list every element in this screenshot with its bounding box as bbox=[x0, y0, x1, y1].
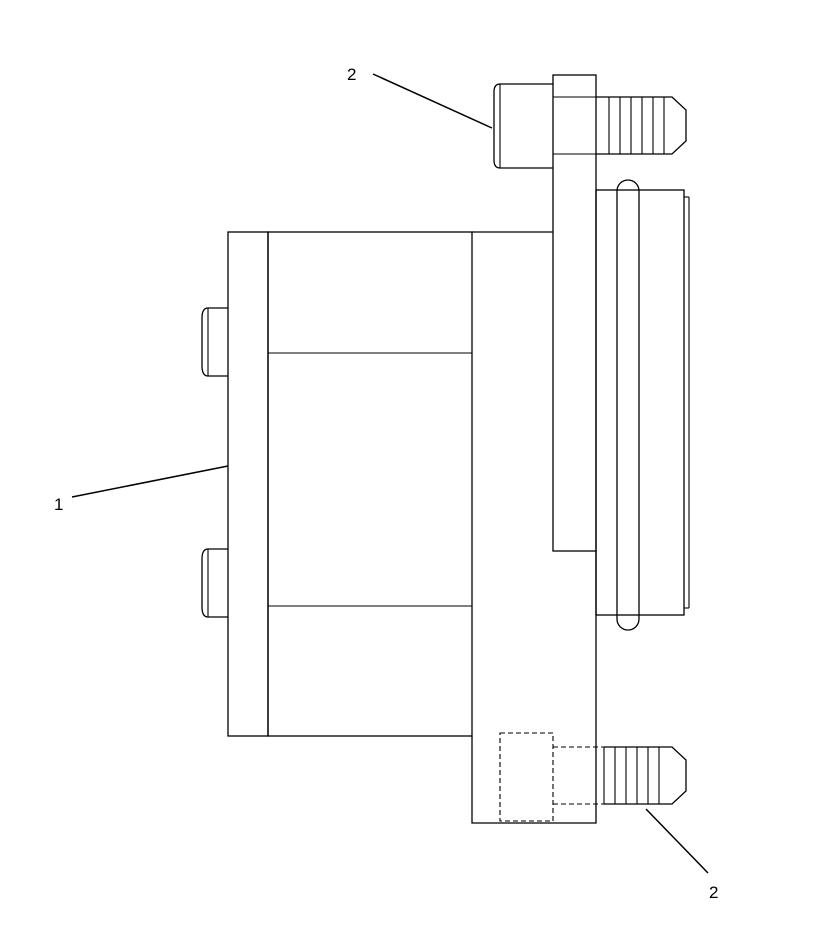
leader-top-bolt bbox=[372, 73, 493, 129]
lower-flange-block bbox=[471, 551, 597, 824]
left-stud-upper bbox=[201, 307, 228, 377]
housing-body bbox=[227, 231, 553, 737]
bottom-bolt bbox=[499, 732, 687, 822]
mounting-flange bbox=[552, 74, 597, 552]
callout-bottom-bolt: 2 bbox=[709, 883, 718, 902]
leader-housing bbox=[71, 465, 229, 498]
pilot-spigot bbox=[595, 189, 690, 616]
top-bolt bbox=[493, 83, 687, 169]
callout-top-bolt: 2 bbox=[347, 65, 356, 84]
o-ring bbox=[616, 179, 640, 631]
left-stud-lower bbox=[201, 548, 228, 618]
callout-housing: 1 bbox=[54, 495, 63, 514]
leader-bottom-bolt bbox=[645, 808, 709, 874]
